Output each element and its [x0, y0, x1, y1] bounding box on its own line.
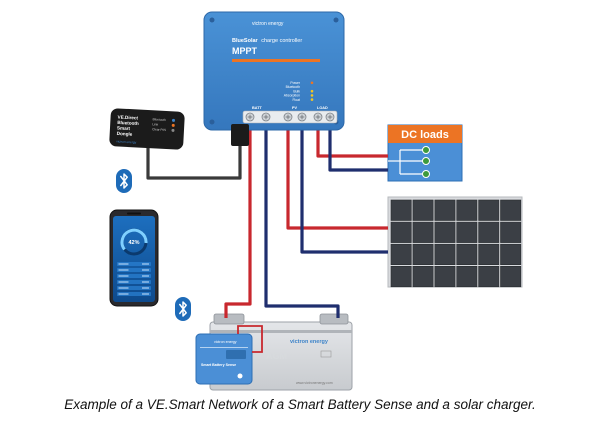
terminal-label-batt: BATT: [252, 106, 263, 110]
solar-cell: [456, 199, 478, 221]
dongle-line-1: VE.Direct: [117, 114, 138, 120]
dongle-brand: victron energy: [116, 139, 137, 144]
wiring: [146, 118, 388, 318]
mppt-legend-item: Bluetooth: [286, 85, 300, 89]
mppt-status-led: [310, 89, 314, 93]
mppt-title-bold: BlueSolar: [232, 38, 259, 44]
mppt-brand: victron energy: [252, 21, 284, 27]
solar-cell: [478, 199, 500, 221]
terminal-label-pv: PV: [292, 106, 298, 110]
battery-website: www.victronenergy.com: [296, 381, 333, 385]
solar-cell: [412, 221, 434, 243]
figure-caption: Example of a VE.Smart Network of a Smart…: [64, 397, 536, 412]
sensor-brand: victron energy: [214, 340, 237, 344]
app-list-row: [117, 262, 151, 266]
solar-cell: [390, 199, 412, 221]
solar-cell: [434, 265, 456, 288]
solar-cell: [456, 221, 478, 243]
solar-cell: [412, 199, 434, 221]
bluetooth-icon: [116, 169, 132, 193]
solar-cell: [500, 243, 522, 265]
solar-cell: [456, 243, 478, 265]
battery-brand: victron energy: [290, 339, 329, 345]
dongle-status-clear-pin: Clear PIN: [152, 127, 167, 132]
app-list-row: [117, 280, 151, 284]
mppt-status-leds: [310, 81, 314, 101]
mppt-status-led: [310, 94, 314, 97]
battery-certification-mark: [320, 350, 332, 358]
solar-cell: [478, 265, 500, 288]
terminal-label-load: LOAD: [317, 106, 328, 110]
dongle-line-2: Bluetooth: [117, 120, 139, 126]
smartphone: 42%: [109, 209, 159, 307]
ve-direct-plug: [231, 124, 249, 146]
battery-negative-wire: [264, 118, 340, 318]
pv-positive-wire: [286, 118, 388, 230]
solar-cell: [434, 221, 456, 243]
dongle-line-3: Smart: [117, 125, 131, 131]
solar-cell: [434, 199, 456, 221]
solar-cell: [390, 221, 412, 243]
dongle-status-bluetooth: Bluetooth: [152, 117, 166, 122]
solar-cell: [500, 265, 522, 288]
solar-cell: [434, 243, 456, 265]
mppt-legend-item: Float: [292, 98, 300, 102]
pv-negative-wire: [300, 118, 388, 254]
mppt-status-led: [310, 81, 314, 85]
solar-cell: [390, 243, 412, 265]
mppt-orange-strip: [232, 59, 320, 62]
app-list-row: [117, 286, 151, 290]
smart-battery-sense: victron energy Smart Battery Sense: [195, 325, 263, 385]
load-positive-wire: [316, 118, 388, 158]
sensor-bluetooth-mark: [237, 373, 243, 379]
dc-loads-box: DC loads: [387, 124, 463, 182]
dongle-status-link: Link: [152, 122, 158, 126]
solar-cell: [456, 265, 478, 288]
app-list-row: [117, 274, 151, 278]
mppt-charge-controller: victron energy BlueSolar charge controll…: [203, 11, 345, 131]
dc-loads-label: DC loads: [401, 129, 449, 141]
battery-positive-wire: [224, 118, 252, 318]
svg-text:BlueSolar charge control: BlueSolar charge controller: [232, 38, 302, 44]
solar-panel: [387, 196, 523, 288]
solar-cell: [412, 265, 434, 288]
mppt-status-led: [310, 85, 314, 89]
solar-cell: [500, 221, 522, 243]
load-indicator-3: [422, 170, 430, 178]
mppt-title-light: charge controller: [261, 38, 302, 44]
phone-soc-value: 42%: [128, 240, 139, 246]
victronconnect-app-screen: 42%: [117, 228, 151, 296]
mppt-status-led: [310, 98, 314, 101]
sensor-title: Smart Battery Sense: [201, 363, 236, 367]
dongle-led-bluetooth: [171, 118, 175, 122]
solar-cell: [500, 199, 522, 221]
load-indicator-2: [422, 157, 430, 165]
dongle-clear-pin-button: [171, 128, 175, 132]
mppt-legend-item: Absorption: [284, 94, 300, 98]
solar-cell: [478, 221, 500, 243]
load-negative-wire: [328, 118, 388, 172]
mppt-legend-item: Power: [290, 81, 300, 85]
bluetooth-smart-dongle: VE.Direct Bluetooth Smart Dongle victron…: [109, 108, 249, 150]
ve-direct-cable: [146, 146, 242, 180]
load-indicator-1: [422, 146, 430, 154]
dongle-line-4: Dongle: [117, 131, 133, 137]
solar-cell: [390, 265, 412, 288]
mppt-subtitle: MPPT: [232, 46, 258, 56]
mppt-legend-item: Bulk: [293, 89, 300, 93]
app-list-row: [117, 268, 151, 272]
bluetooth-icon: [175, 297, 191, 321]
mppt-terminal-block: [242, 110, 338, 124]
app-list-row: [117, 292, 151, 296]
battery-gauge-fill: [120, 228, 148, 251]
solar-cell: [412, 243, 434, 265]
dongle-led-link: [171, 123, 175, 127]
solar-cell: [478, 243, 500, 265]
battery-type: AGM: [266, 351, 287, 361]
